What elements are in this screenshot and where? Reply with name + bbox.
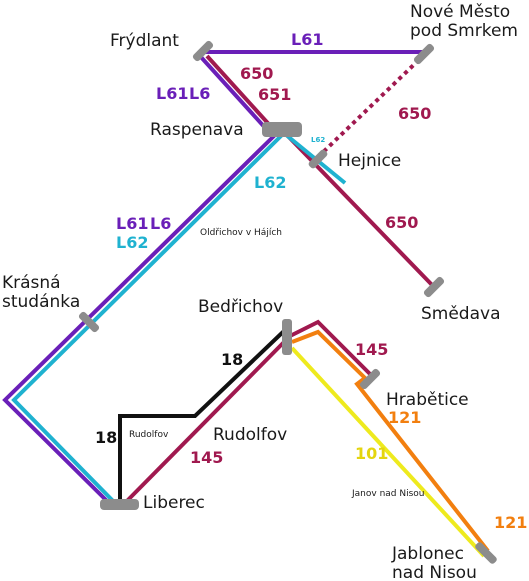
route-650-raspenava-smedava <box>280 128 436 289</box>
route-101-bedrichov-jablonec <box>290 346 486 558</box>
station-label-oldrichov: Oldřichov v Hájích <box>200 228 282 238</box>
station-label-frydlant: Frýdlant <box>110 31 179 51</box>
line-label-101: 101 <box>355 444 388 463</box>
station-label-liberec: Liberec <box>143 493 205 513</box>
station-label-krasna-line2: studánka <box>2 292 80 312</box>
route-145-liberec-bedrichov <box>122 334 292 506</box>
line-label-l62-mid: L62 <box>254 173 286 192</box>
line-label-650-b: 650 <box>385 213 418 232</box>
line-label-650-a: 650 <box>240 64 273 83</box>
station-label-krasna-line1: Krásná <box>2 273 61 293</box>
station-marker-raspenava[interactable] <box>262 122 302 137</box>
station-marker-frydlant[interactable] <box>192 40 215 63</box>
station-label-rudolfov: Rudolfov <box>213 425 287 445</box>
station-label-jablonec-line2: nad Nisou <box>392 563 477 581</box>
line-label-l61-top: L61 <box>291 30 323 49</box>
station-label-jablonec-line1: Jablonec <box>391 544 464 564</box>
line-label-l6-left: L6 <box>189 84 210 103</box>
line-label-121-b: 121 <box>494 513 527 532</box>
station-marker-smedava[interactable] <box>423 276 446 299</box>
station-marker-liberec[interactable] <box>100 499 139 510</box>
line-label-l6-mid: L6 <box>150 214 171 233</box>
route-l61-frydlant-raspenava <box>198 54 270 133</box>
station-marker-bedrichov[interactable] <box>282 319 292 355</box>
station-marker-hrabetice[interactable] <box>359 368 382 391</box>
route-l62-raspenava-liberec <box>11 133 284 506</box>
station-marker-hejnice[interactable] <box>307 148 328 169</box>
line-label-18-b: 18 <box>95 428 117 447</box>
line-label-650-dotted: 650 <box>398 104 431 123</box>
station-marker-krasna[interactable] <box>78 311 101 334</box>
station-label-hejnice: Hejnice <box>338 151 401 171</box>
station-label-smedava: Smědava <box>421 304 501 324</box>
route-l61-raspenava-liberec <box>2 132 278 506</box>
station-label-hrabetice: Hrabětice <box>386 390 469 410</box>
line-label-18-a: 18 <box>221 350 243 369</box>
line-label-145-a: 145 <box>355 340 388 359</box>
route-650-frydlant-raspenava <box>205 54 277 133</box>
station-label-raspenava: Raspenava <box>150 120 244 140</box>
station-label-bedrichov: Bedřichov <box>198 297 283 317</box>
station-label-novemesto-line1: Nové Město <box>410 2 510 22</box>
line-label-l62-small: L62 <box>311 136 325 144</box>
route-145-bedrichov-hrabetice <box>289 319 374 378</box>
line-label-l61-mid: L61 <box>116 214 148 233</box>
station-marker-jablonec[interactable] <box>474 541 498 565</box>
line-label-651: 651 <box>258 85 291 104</box>
station-label-novemesto-line2: pod Smrkem <box>410 21 518 41</box>
route-650-dotted-novemesto <box>316 53 426 159</box>
line-label-l61-left: L61 <box>156 84 188 103</box>
line-label-l62-low: L62 <box>116 233 148 252</box>
line-label-121-a: 121 <box>388 408 421 427</box>
line-label-145-b: 145 <box>190 448 223 467</box>
station-marker-novemesto[interactable] <box>413 43 436 66</box>
route-121-bedrichov-jablonec <box>291 329 490 553</box>
station-label-janov: Janov nad Nisou <box>351 489 425 499</box>
route-18-liberec-bedrichov <box>118 329 286 504</box>
station-label-rudolfov-small: Rudolfov <box>129 430 169 440</box>
